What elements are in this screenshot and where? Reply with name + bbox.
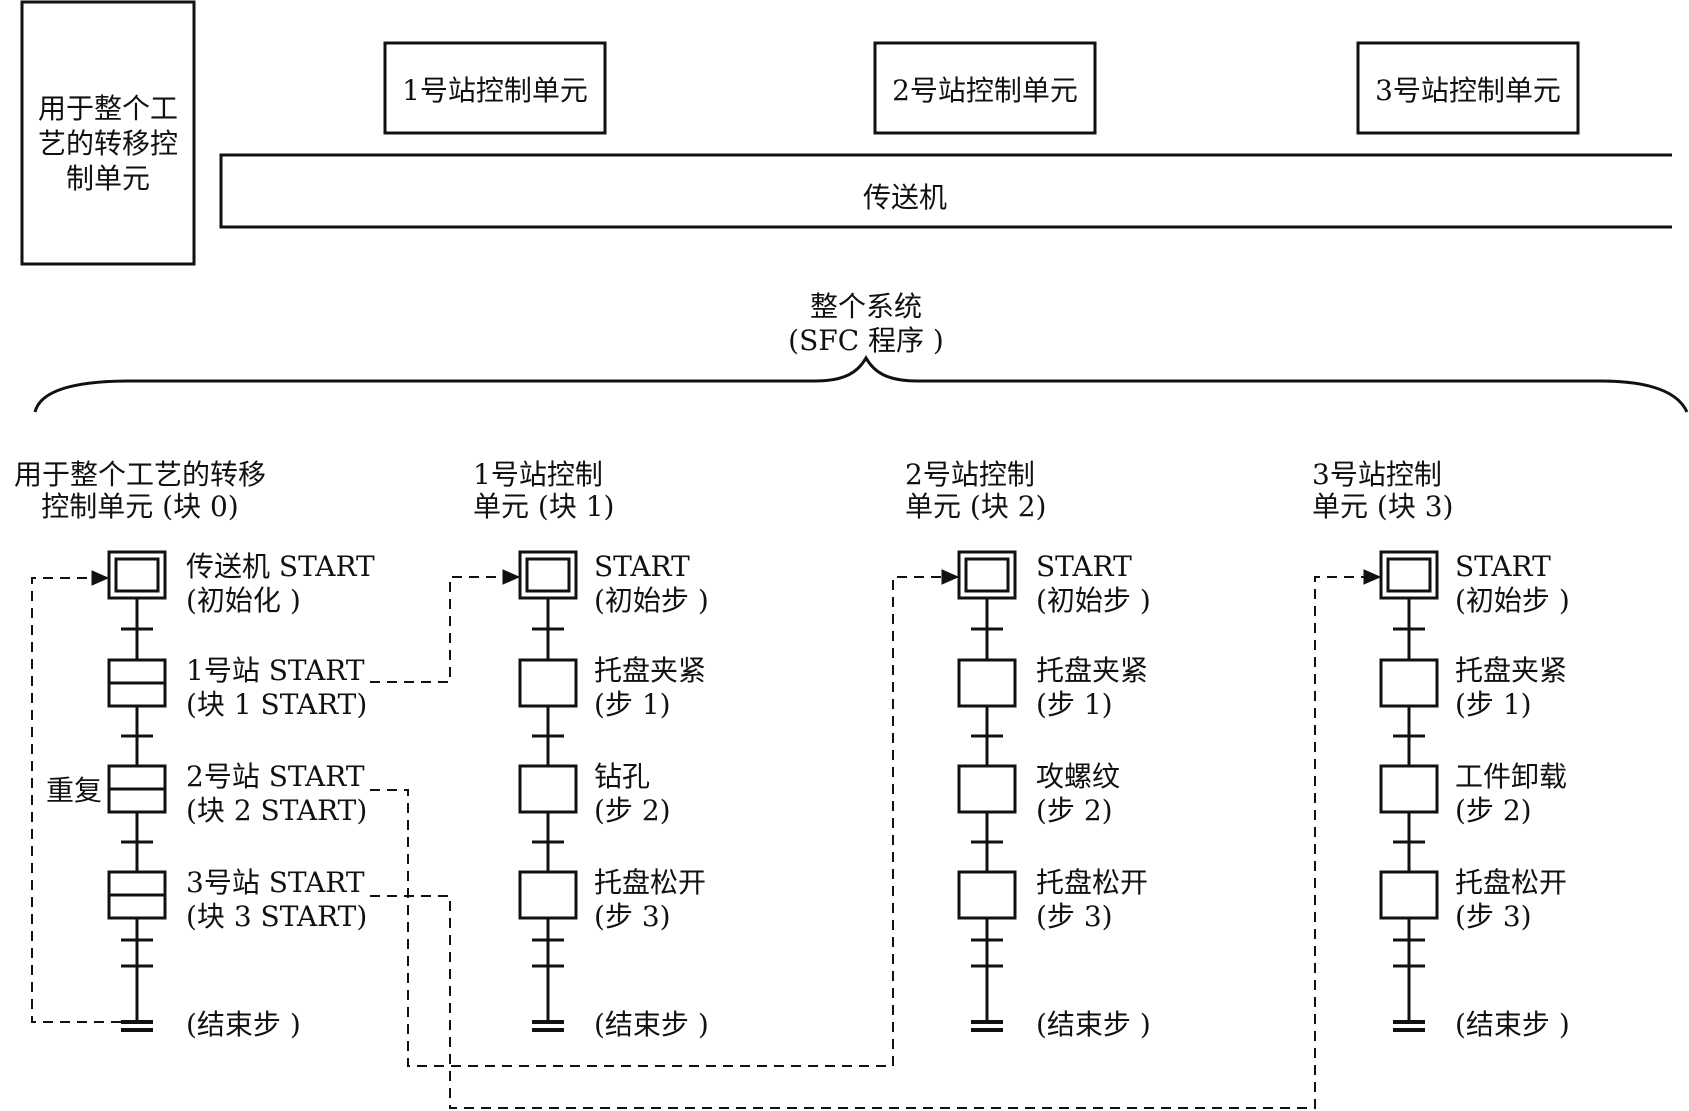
block-1-step-1 bbox=[518, 658, 578, 708]
block-2-end-label: (结束步 ) bbox=[1036, 1008, 1151, 1041]
block-2-title-line-2: 单元 (块 2) bbox=[905, 490, 1046, 523]
block-2-initial-step-inner bbox=[964, 557, 1010, 593]
transfer-control-unit-box bbox=[20, 0, 196, 266]
block-2-step-3-label: 托盘松开 bbox=[1036, 866, 1148, 899]
link-block-0-to-block-1 bbox=[370, 576, 518, 683]
station-2-box bbox=[873, 41, 1097, 135]
block-0-step-1-label: 1号站 START bbox=[186, 654, 365, 687]
block-3-step-3-label: 托盘松开 bbox=[1455, 866, 1567, 899]
block-1-title-line-2: 单元 (块 1) bbox=[473, 490, 614, 523]
block-3-step-2-label: 工件卸载 bbox=[1455, 760, 1567, 793]
block-3-step-3 bbox=[1379, 870, 1439, 920]
block-0-initial-step-inner bbox=[114, 557, 160, 593]
system-title: 整个系统 bbox=[810, 290, 922, 323]
transfer-unit-label-line-3: 制单元 bbox=[66, 162, 150, 195]
station-2-label: 2号站控制单元 bbox=[892, 74, 1078, 107]
block-2-step-3 bbox=[957, 870, 1017, 920]
station-3-box bbox=[1356, 41, 1580, 135]
station-1-label: 1号站控制单元 bbox=[402, 74, 588, 107]
block-2-initial-sublabel: (初始步 ) bbox=[1036, 584, 1151, 617]
block-0-step-1-sublabel: (块 1 START) bbox=[186, 688, 367, 721]
sfc-block-1: 1号站控制单元 (块 1) START(初始步 ) 托盘夹紧(步 1) 钻孔(步 2)… bbox=[473, 458, 709, 1041]
link-block-0-to-block-3-arrowhead bbox=[1363, 569, 1382, 585]
conveyor-box bbox=[219, 153, 1672, 229]
block-3-initial-sublabel: (初始步 ) bbox=[1455, 584, 1570, 617]
block-0-step-2-sublabel: (块 2 START) bbox=[186, 794, 367, 827]
repeat-loop-link bbox=[31, 577, 121, 1023]
block-3-initial-label: START bbox=[1455, 550, 1551, 583]
link-block-0-to-block-2-arrowhead bbox=[941, 569, 960, 585]
block-0-step-3-label: 3号站 START bbox=[186, 866, 365, 899]
block-0-initial-sublabel: (初始化 ) bbox=[186, 584, 301, 617]
block-3-title-line-1: 3号站控制 bbox=[1312, 458, 1442, 491]
block-1-step-3 bbox=[518, 870, 578, 920]
block-2-step-2-label: 攻螺纹 bbox=[1036, 760, 1120, 793]
link-block-0-to-block-2 bbox=[370, 576, 957, 1067]
block-3-title-line-2: 单元 (块 3) bbox=[1312, 490, 1453, 523]
hardware-layout bbox=[20, 0, 1672, 266]
station-3-label: 3号站控制单元 bbox=[1375, 74, 1561, 107]
block-1-step-2-sublabel: (步 2) bbox=[594, 794, 671, 827]
block-2-step-3-sublabel: (步 3) bbox=[1036, 900, 1113, 933]
block-1-step-1-label: 托盘夹紧 bbox=[594, 654, 706, 687]
block-1-step-3-sublabel: (步 3) bbox=[594, 900, 671, 933]
block-2-step-1-label: 托盘夹紧 bbox=[1036, 654, 1148, 687]
block-0-title-line-2: 控制单元 (块 0) bbox=[41, 490, 238, 523]
transfer-unit-label-line-2: 艺的转移控 bbox=[38, 127, 178, 160]
block-0-initial-label: 传送机 START bbox=[186, 550, 375, 583]
block-2-initial-label: START bbox=[1036, 550, 1132, 583]
block-3-step-1 bbox=[1379, 658, 1439, 708]
block-1-end-label: (结束步 ) bbox=[594, 1008, 709, 1041]
link-block-0-to-block-1-arrowhead bbox=[502, 569, 521, 585]
block-2-title-line-1: 2号站控制 bbox=[905, 458, 1035, 491]
block-1-step-2-label: 钻孔 bbox=[594, 760, 650, 793]
block-0-title-line-1: 用于整个工艺的转移 bbox=[14, 458, 266, 491]
system-subtitle: (SFC 程序 ) bbox=[788, 324, 944, 357]
block-1-title-line-1: 1号站控制 bbox=[473, 458, 603, 491]
block-1-initial-step-inner bbox=[525, 557, 571, 593]
sfc-block-3: 3号站控制单元 (块 3)START(初始步 )托盘夹紧(步 1)工件卸载(步 … bbox=[1312, 458, 1570, 1041]
block-3-step-2 bbox=[1379, 764, 1439, 814]
block-0-repeat-label: 重复 bbox=[46, 774, 102, 807]
block-3-step-1-label: 托盘夹紧 bbox=[1455, 654, 1567, 687]
block-2-step-2-sublabel: (步 2) bbox=[1036, 794, 1113, 827]
block-1-step-1-sublabel: (步 1) bbox=[594, 688, 671, 721]
station-1-box bbox=[383, 41, 607, 135]
block-3-step-1-sublabel: (步 1) bbox=[1455, 688, 1532, 721]
block-3-initial-step-inner bbox=[1386, 557, 1432, 593]
block-1-initial-label: START bbox=[594, 550, 690, 583]
block-1-initial-sublabel: (初始步 ) bbox=[594, 584, 709, 617]
conveyor-label: 传送机 bbox=[863, 181, 947, 214]
block-2-step-2 bbox=[957, 764, 1017, 814]
sfc-links bbox=[31, 569, 1382, 1109]
transfer-unit-label-line-1: 用于整个工 bbox=[38, 92, 178, 125]
block-3-step-3-sublabel: (步 3) bbox=[1455, 900, 1532, 933]
repeat-loop-link-arrowhead bbox=[91, 570, 110, 586]
link-block-0-to-block-3 bbox=[370, 576, 1379, 1109]
system-brace bbox=[33, 354, 1689, 413]
block-0-step-3-sublabel: (块 3 START) bbox=[186, 900, 367, 933]
block-3-end-label: (结束步 ) bbox=[1455, 1008, 1570, 1041]
block-2-step-1 bbox=[957, 658, 1017, 708]
block-1-step-2 bbox=[518, 764, 578, 814]
block-0-step-2-label: 2号站 START bbox=[186, 760, 365, 793]
block-3-step-2-sublabel: (步 2) bbox=[1455, 794, 1532, 827]
block-0-end-label: (结束步 ) bbox=[186, 1008, 301, 1041]
block-1-step-3-label: 托盘松开 bbox=[594, 866, 706, 899]
sfc-block-2: 2号站控制单元 (块 2) START(初始步 ) 托盘夹紧(步 1) 攻螺纹(步 2… bbox=[905, 458, 1151, 1041]
block-2-step-1-sublabel: (步 1) bbox=[1036, 688, 1113, 721]
